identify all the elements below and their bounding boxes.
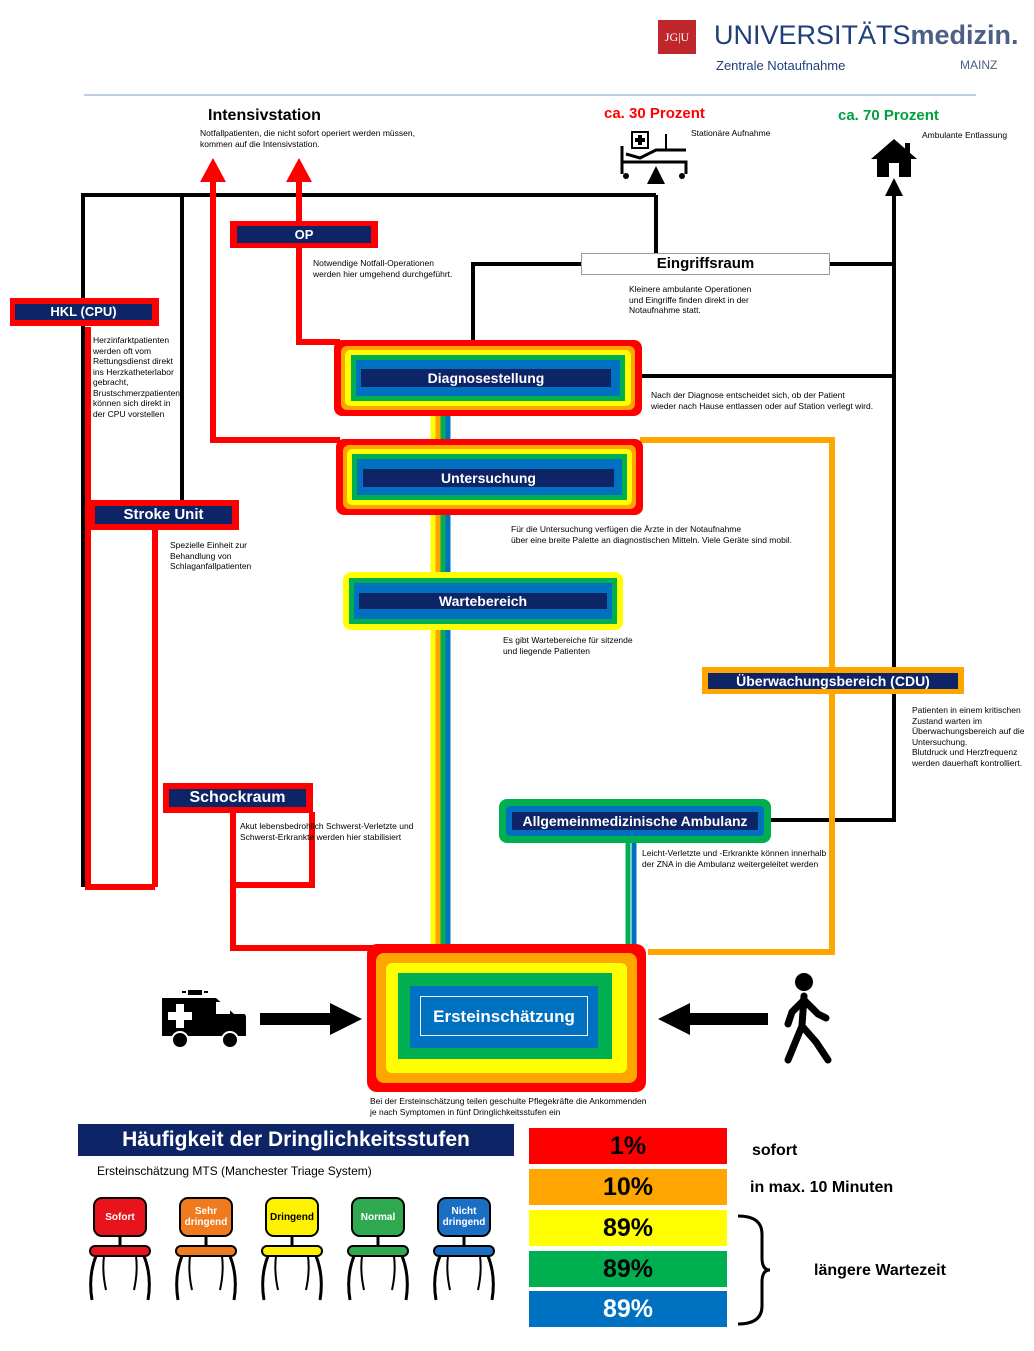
urgency-sofort: sofort — [752, 1142, 798, 1159]
percent-bar-sehr-dringend: 10% — [529, 1169, 727, 1205]
hospital-bed-icon — [620, 131, 688, 179]
stroke-note: Spezielle Einheit zur Behandlung von Sch… — [170, 540, 252, 571]
ambulanz-note: Leicht-Verletzte und -Erkrankte können i… — [642, 848, 827, 869]
brand-wordmark: UNIVERSITÄTSmedizin. — [714, 20, 1019, 51]
untersuchung-station: Untersuchung — [363, 469, 614, 487]
cdu-note: Patienten in einem kritischen Zustand wa… — [912, 705, 1025, 768]
triage-station: Ersteinschätzung — [420, 996, 588, 1036]
legend-title-bar — [78, 1124, 514, 1156]
hkl-station: HKL (CPU) — [15, 304, 152, 320]
triage-note: Bei der Ersteinschätzung teilen geschult… — [370, 1096, 647, 1117]
department-label: Zentrale Notaufnahme — [716, 58, 846, 73]
triage-chair-3: Normal — [338, 1196, 418, 1304]
triage-chair-1: Sehr dringend — [166, 1196, 246, 1304]
triage-chair-4: Nicht dringend — [424, 1196, 504, 1304]
eingriffsraum-note: Kleinere ambulante Operationen und Eingr… — [629, 284, 752, 315]
chair-label: Sofort — [105, 1211, 135, 1223]
inpatient-label: Stationäre Aufnahme — [691, 128, 771, 138]
schock-station: Schockraum — [169, 789, 306, 807]
chair-icon — [175, 1197, 237, 1301]
urgency-long: längere Wartezeit — [814, 1262, 946, 1279]
legend-title: Häufigkeit der Dringlichkeitsstufen — [122, 1128, 470, 1151]
curly-brace — [737, 1214, 771, 1326]
chair-icon — [433, 1197, 495, 1301]
warte-station: Wartebereich — [359, 593, 607, 609]
percent-bar-sofort: 1% — [529, 1128, 727, 1164]
chair-icon — [89, 1197, 151, 1301]
outpatient-label: Ambulante Entlassung — [922, 130, 1008, 140]
untersuchung-note: Für die Untersuchung verfügen die Ärzte … — [511, 524, 792, 545]
city-label: MAINZ — [960, 58, 998, 72]
chair-label: Nicht dringend — [442, 1206, 486, 1228]
diagnose-note: Nach der Diagnose entscheidet sich, ob d… — [651, 390, 874, 411]
legend-subtitle: Ersteinschätzung MTS (Manchester Triage … — [97, 1164, 372, 1178]
percent-value: 89% — [602, 1213, 654, 1242]
diagnose-station: Diagnosestellung — [361, 369, 611, 387]
jgu-logo: JG|U — [658, 20, 696, 54]
walking-person-icon — [784, 973, 832, 1064]
percent-value: 10% — [602, 1172, 654, 1201]
op-note: Notwendige Notfall-Operationen werden hi… — [313, 258, 453, 279]
eingriffsraum-label: Eingriffsraum — [656, 255, 755, 272]
eingriffsraum-station: Eingriffsraum — [581, 253, 830, 275]
chair-icon — [261, 1197, 323, 1301]
ambulanz-station: Allgemeinmedizinische Ambulanz — [512, 812, 758, 830]
percent-bar-dringend: 89% — [529, 1210, 727, 1246]
triage-chairs: Sofort Sehr dringend Dringend Normal Nicht d… — [80, 1196, 510, 1306]
brand-right: medizin. — [910, 20, 1019, 50]
home-icon — [871, 139, 917, 177]
percent-bar-nicht-dringend: 89% — [529, 1291, 727, 1327]
urgency-10min: in max. 10 Minuten — [750, 1179, 894, 1196]
chair-icon — [347, 1197, 409, 1301]
schock-note: Akut lebensbedrohlich Schwerst-Verletzte… — [240, 821, 414, 842]
icu-note: Notfallpatienten, die nicht sofort operi… — [200, 128, 415, 149]
chair-label: Sehr dringend — [184, 1206, 228, 1228]
icu-title: Intensivstation — [208, 107, 321, 124]
percent-value: 1% — [609, 1131, 647, 1160]
cdu-station: Überwachungsbereich (CDU) — [708, 673, 958, 689]
op-station: OP — [237, 226, 371, 243]
hkl-note: Herzinfarktpatienten werden oft vom Rett… — [93, 335, 180, 419]
percent-bar-normal: 89% — [529, 1251, 727, 1287]
ambulance-icon — [162, 990, 246, 1049]
chair-label: Dringend — [270, 1211, 314, 1223]
stroke-station: Stroke Unit — [95, 506, 232, 524]
warte-note: Es gibt Wartebereiche für sitzende und l… — [503, 635, 633, 656]
triage-chair-0: Sofort — [80, 1196, 160, 1304]
triage-chair-2: Dringend — [252, 1196, 332, 1304]
chair-label: Normal — [360, 1211, 396, 1223]
brand-left: UNIVERSITÄTS — [714, 20, 911, 50]
inpatient-percent: ca. 30 Prozent — [604, 105, 705, 122]
percent-value: 89% — [602, 1254, 654, 1283]
outpatient-percent: ca. 70 Prozent — [838, 107, 939, 124]
percent-value: 89% — [602, 1294, 654, 1323]
